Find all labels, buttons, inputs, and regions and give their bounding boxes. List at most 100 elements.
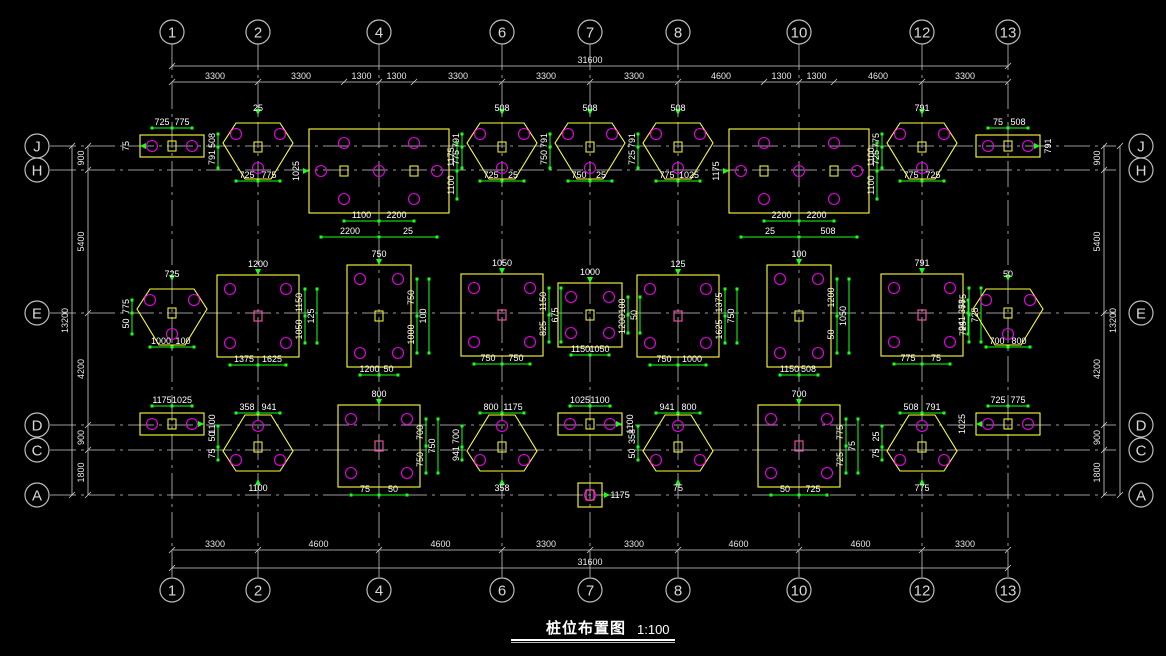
cap-dim-tick	[569, 353, 573, 357]
pile-circle	[407, 192, 421, 206]
cap-dim-text: 100	[418, 308, 428, 323]
cap-dim-text: 791	[1043, 138, 1053, 153]
top-dim-text: 3300	[205, 71, 225, 81]
left-dim-tick	[84, 491, 92, 499]
pile-circle	[811, 272, 825, 286]
cap-dim-tick	[723, 341, 727, 345]
pile-circle	[467, 335, 481, 349]
right-dim-text: 1800	[1092, 462, 1102, 482]
cap-dim-tick	[723, 314, 727, 318]
dim-arrow	[919, 479, 925, 485]
axis-bubble-label: C	[1136, 443, 1147, 460]
cap-dim-text: 800	[483, 402, 498, 412]
cap-dim-tick	[559, 286, 563, 290]
axis-bubble-label: 13	[1000, 583, 1017, 600]
dim-arrow	[499, 109, 505, 115]
bottom-dim-text: 4600	[308, 539, 328, 549]
cap-dim-tick	[966, 298, 970, 302]
cap-dim-tick	[256, 363, 260, 367]
cap-dim-tick	[816, 373, 820, 377]
axis-bubble-label: 1	[168, 583, 176, 600]
cap-dim-text: 1375	[234, 354, 254, 364]
cap-dim-tick	[636, 132, 640, 136]
axis-bubble-6	[489, 19, 515, 45]
left-dim-text: 5400	[76, 231, 86, 251]
bottom-dim-tick	[918, 546, 926, 554]
pile-circle	[1001, 327, 1015, 341]
cap-three-pile	[642, 414, 714, 472]
pile-circle	[583, 161, 597, 175]
axis-bubble-A	[1128, 482, 1154, 508]
axis-bubble-C	[1128, 437, 1154, 463]
pile-circle	[391, 346, 405, 360]
cap-dim-tick	[1006, 126, 1010, 130]
axis-bubble-label: 1	[168, 25, 176, 42]
cap-dim-text: 1050	[589, 344, 609, 354]
top-dim-text: 3300	[448, 71, 468, 81]
pile-circle	[699, 282, 713, 296]
axis-bubble-7	[577, 577, 603, 603]
cap-dim-tick	[855, 235, 859, 239]
cap-dim-text: 508	[207, 133, 217, 148]
pile-circle	[887, 335, 901, 349]
cap-three-pile	[136, 288, 208, 346]
axis-bubble-2	[245, 19, 271, 45]
top-dim-tick	[340, 78, 348, 86]
axis-bubble-label: A	[32, 488, 42, 505]
cap-dim-tick	[424, 417, 428, 421]
cap-dim-tick	[608, 404, 612, 408]
cap-dim-text: 1175	[503, 402, 522, 412]
cap-dim-text: 2200	[806, 210, 826, 220]
cap-dim-text: 25	[765, 226, 775, 236]
column-box	[374, 310, 384, 322]
cap-dim-tick	[170, 404, 174, 408]
cap-dim-tick	[319, 235, 323, 239]
cap-dim-tick	[460, 145, 464, 149]
cap-dim-text: 75	[931, 353, 941, 363]
axis-bubble-label: 7	[586, 583, 594, 600]
pile-circle	[145, 139, 159, 153]
cap-dim-text: 1025	[172, 395, 192, 405]
cap-dim-text: 1050	[838, 306, 848, 326]
cap-dim-text: 775	[900, 353, 915, 363]
cap-dim-tick	[636, 424, 640, 428]
cap-dim-tick	[626, 295, 630, 299]
cap-dim-text: 508	[801, 364, 816, 374]
cap-dim-tick	[460, 445, 464, 449]
column-box	[759, 165, 769, 177]
cap-dim-tick	[455, 141, 459, 145]
total-dim-bottom-tick	[168, 564, 176, 572]
bottom-dim-text: 3300	[955, 539, 975, 549]
cap-dim-text: 1200	[359, 364, 379, 374]
dim-arrow	[255, 269, 261, 275]
cap-dim-tick	[739, 235, 743, 239]
cap-dim-text: 358	[627, 429, 637, 444]
dim-arrow	[255, 109, 261, 115]
top-dim-tick	[760, 78, 768, 86]
right-dim-tick	[1100, 142, 1108, 150]
pile-circle	[407, 136, 421, 150]
axis-bubble-label: 8	[674, 583, 682, 600]
pile-circle	[251, 419, 265, 433]
cap-dim-text: 750	[415, 452, 425, 467]
pile-circle	[649, 127, 663, 141]
cap-dim-text: 50	[780, 484, 790, 494]
pile-circle	[643, 282, 657, 296]
cap-dim-tick	[942, 179, 946, 183]
axis-bubble-label: 2	[254, 25, 262, 42]
pile-circle	[344, 412, 358, 426]
drawing-scale: 1:100	[637, 622, 670, 637]
left-total-text: 13200	[60, 308, 70, 333]
cap-dim-tick	[636, 166, 640, 170]
cap-dim-text: 1200	[617, 314, 627, 334]
pile-circle	[187, 293, 201, 307]
left-dim-tick	[84, 142, 92, 150]
cap-dim-tick	[967, 313, 971, 317]
pile-circle	[517, 453, 531, 467]
cap-dim-tick	[548, 166, 552, 170]
cap-dim-text: 775	[1010, 395, 1025, 405]
cap-dim-text: 75	[871, 448, 881, 458]
cap-dim-text: 725	[925, 170, 940, 180]
